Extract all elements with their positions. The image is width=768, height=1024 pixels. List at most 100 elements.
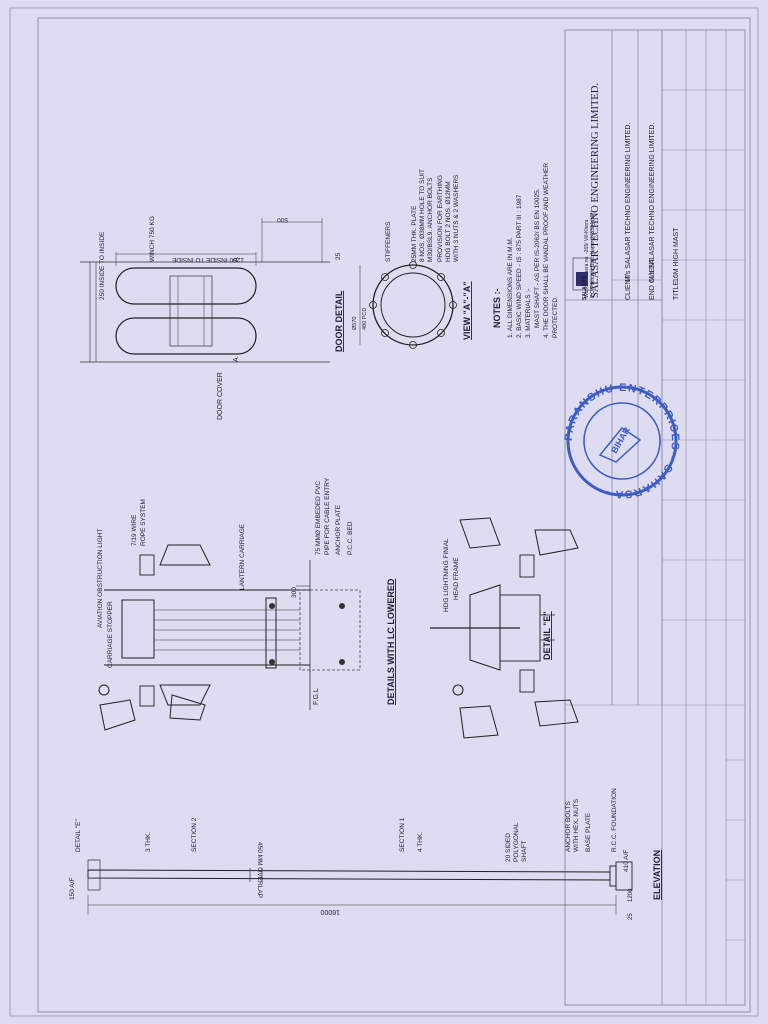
wire-rope-label-1: 7/19 WIRE [131,514,138,546]
section2-label: SECTION 2 [191,817,198,852]
carriage-stopper-label: CARRIAGE STOPPER [107,601,114,668]
detail-e: HDG LIGHTNING FINIAL HEAD FRAME DETAIL "… [430,517,579,739]
dia-570-label: Ø570 [352,317,358,330]
dim-1200-label: 1200 [628,888,634,902]
plate-label-3: M30/BSL9. ANCHOR BOLTS [427,177,434,262]
bolt-hole [437,329,445,337]
pvc-label-1: 75 MMØ EMBEDED PVC [315,481,322,555]
detail-e-title: DETAIL "E" [542,611,552,660]
note-item: 1. ALL DIMENSIONS ARE IN M.M. [507,237,514,338]
lamp-bracket [519,669,535,693]
floodlight-icon [534,529,579,556]
lc-lowered-title: DETAILS WITH LC LOWERED [386,578,396,705]
elevation: 16000 1200 25 150 A/F DETAIL "E" 3 THK. … [69,788,662,920]
aviation-light-icon [452,684,464,696]
section1-label: SECTION 1 [399,817,406,852]
plate-label-1: 25MM THK. PLATE [411,205,418,262]
aviation-light-icon [98,684,110,696]
logo-text: SALASAR [582,275,588,300]
pvc-label-2: PIPE FOR CABLE ENTRY [324,477,331,555]
elevation-title: ELEVATION [652,850,662,900]
aviation-label: AVIATION OBSTRUCTION LIGHT [97,529,104,628]
fgl-label: F.G.L [313,688,320,705]
sided-label-3: SHAFT [521,841,528,862]
finial-label: HDG LIGHTNING FINIAL [443,538,450,612]
floodlight-icon [99,699,136,731]
af150-label: 150 A/F [69,878,76,900]
client-value: M/s SALASAR TECHNO ENGINEERING LIMITED. [625,123,632,282]
base-flange-inner [380,272,446,338]
lantern-carriage-label: LANTERN CARRIAGE [239,523,246,590]
bolt-hole [381,329,389,337]
bolt-hole [449,301,457,309]
pcd-label: 480 PCD [362,308,368,330]
overlap-label: 450 MM OVERLAP [256,842,263,898]
section-a-label: A [233,357,240,362]
thk3-label: 3 THK. [145,832,152,852]
company-address-2: P.O Pilkhuwa Distt. Hapur-245304 (UP) [590,210,596,298]
lamp-bracket [519,554,535,578]
bolt-hole [381,273,389,281]
floodlight-icon [534,699,579,727]
sided-label-1: 20 SIDED [505,833,512,862]
floodlight-icon [169,694,206,721]
title-value: 16M HIGH MAST [673,227,680,282]
detail-e-callout: DETAIL "E" [75,819,82,852]
dim-250-label: 250 INSIDE TO INSIDE [99,231,106,300]
door-opening-lower [115,317,257,355]
wire-rope-label-2: ROPE SYSTEM [140,499,147,546]
bolt-hole [369,301,377,309]
earthing-label-1: PROVISION FOR EARTHING [437,175,444,262]
note-item: 3. MATERIALS :- [525,289,532,338]
bolt-hole [437,273,445,281]
inner-border [37,17,751,1013]
lamp-bracket [139,685,155,707]
head-frame-label: HEAD FRAME [453,557,460,600]
anchor-bolt [339,603,345,609]
note-item: PROTECTED. [552,296,559,338]
company-address-1: Works:- Khasra no. -265/ Vill-Khera [584,219,590,298]
bolt-hole [409,261,417,269]
base-flange-outer [372,264,454,346]
winch-label: WINCH 750 KG [149,216,156,262]
notes-block: NOTES :- 1. ALL DIMENSIONS ARE IN M.M. 2… [492,163,559,338]
pcc-label: P.C.C. BED [347,521,354,555]
head-frame [469,584,501,671]
door-detail: 1200 INSIDE TO INSIDE 250 INSIDE TO INSI… [80,216,344,420]
view-a-a: Ø570 480 PCD STIFFENERS 25MM THK. PLATE … [352,169,472,349]
door-detail-title: DOOR DETAIL [334,290,344,352]
end-client-value: M/s SALASAR TECHNO ENGINEERING LIMITED. [649,123,656,282]
mast-head [87,859,101,891]
earthing-label-2: HDG BOLT 2 NOS. Ø12MM [445,181,452,262]
thk4-label: 4 THK. [417,832,424,852]
notes-heading: NOTES :- [492,288,502,328]
anchor-bolt [269,603,275,609]
note-item: 4. THE DOOR SHALL BE VANDAL PROOF AND WE… [543,163,550,338]
anchor-plate-label: ANCHOR PLATE [335,504,342,555]
pcc-bed [299,589,361,671]
door-opening-upper [115,267,257,305]
title-block: SALASAR TECHNO ENGINEERING LIMITED. Work… [564,29,746,1006]
rcc-label: R.C.C. FOUNDATION [611,788,618,852]
dim-16000-label: 16000 [320,908,340,915]
floodlight-icon [459,517,501,549]
anchor-bolts-label-2: WITH HEX. NUTS [573,798,580,852]
company-logo: SALASAR [572,257,592,300]
dim-1200-label: 1200 INSIDE TO INSIDE [171,256,244,263]
company-name: SALASAR TECHNO ENGINEERING LIMITED. [590,83,601,298]
lamp-bracket [139,554,155,576]
foundation [615,861,633,891]
door-cover-label: DOOR COVER [217,372,224,420]
af410-label: 410 A/F [623,850,630,872]
carriage-ring [121,599,155,659]
anchor-bolt [339,659,345,665]
view-a-title: VIEW "A"-"A" [462,281,472,340]
note-item: MAST SHAFT - AS PER IS-2062/ BS EN 10025… [534,188,541,328]
winch-frame [169,275,213,347]
title-label: TITLE [673,281,680,300]
floodlight-icon [159,544,211,566]
anchor-plate [265,597,277,669]
section-a-label: A [233,257,240,262]
